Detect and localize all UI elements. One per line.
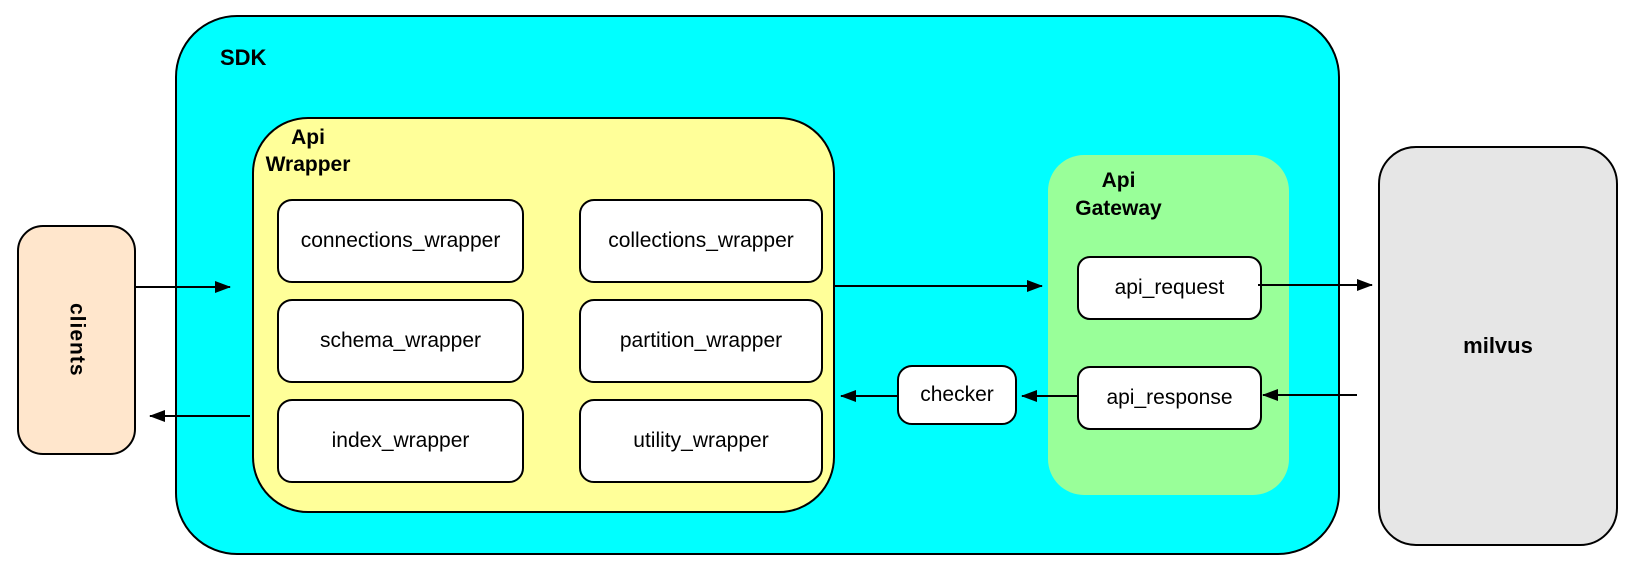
schema-wrapper-node: schema_wrapper — [277, 299, 524, 383]
milvus-node: milvus — [1378, 146, 1618, 546]
collections-wrapper-label: collections_wrapper — [608, 229, 794, 252]
milvus-label: milvus — [1463, 333, 1533, 358]
connections-wrapper-node: connections_wrapper — [277, 199, 524, 283]
partition-wrapper-label: partition_wrapper — [619, 329, 783, 352]
collections-wrapper-node: collections_wrapper — [579, 199, 823, 283]
checker-label: checker — [920, 383, 994, 406]
clients-node: clients — [17, 225, 136, 455]
index-wrapper-label: index_wrapper — [331, 429, 470, 452]
schema-wrapper-label: schema_wrapper — [319, 329, 482, 352]
api-gateway-label: Api Gateway — [1075, 169, 1162, 220]
clients-label: clients — [65, 303, 89, 377]
api-request-label: api_request — [1114, 276, 1225, 299]
connections-wrapper-label: connections_wrapper — [300, 229, 501, 252]
utility-wrapper-label: utility_wrapper — [633, 429, 769, 452]
api-response-label: api_response — [1106, 386, 1233, 409]
checker-node: checker — [897, 365, 1017, 425]
index-wrapper-node: index_wrapper — [277, 399, 524, 483]
partition-wrapper-node: partition_wrapper — [579, 299, 823, 383]
api-wrapper-group: Api Wrapper connections_wrapper collecti… — [252, 117, 835, 513]
sdk-label: SDK — [220, 45, 267, 70]
api-gateway-group: Api Gateway api_request api_response — [1048, 155, 1289, 495]
api-wrapper-label: Api Wrapper — [265, 126, 351, 176]
api-request-node: api_request — [1077, 256, 1262, 320]
api-response-node: api_response — [1077, 366, 1262, 430]
utility-wrapper-node: utility_wrapper — [579, 399, 823, 483]
